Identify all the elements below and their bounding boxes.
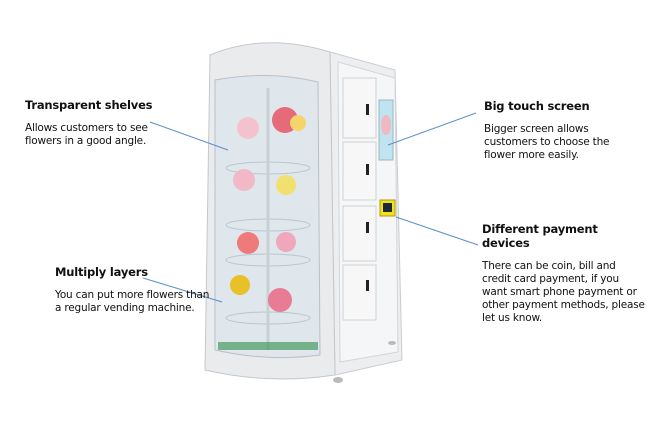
leader-line-shelves	[149, 121, 229, 151]
callout-body: Allows customers to see flowers in a goo…	[25, 122, 148, 147]
callout-multiply-layers: Multiply layers You can put more flowers…	[55, 265, 215, 315]
locker-doors	[342, 77, 377, 321]
callout-transparent-shelves: Transparent shelves Allows customers to …	[25, 98, 175, 148]
callout-title: Different payment devices	[482, 222, 598, 250]
callout-title: Multiply layers	[55, 265, 148, 279]
callout-payment-devices: Different payment devices There can be c…	[482, 222, 647, 325]
glass-display-case	[204, 42, 336, 380]
callout-big-touch-screen: Big touch screen Bigger screen allows cu…	[484, 99, 634, 162]
callout-body: There can be coin, bill and credit card …	[482, 260, 645, 324]
leader-line-payment	[395, 216, 479, 246]
callout-title: Big touch screen	[484, 99, 590, 113]
flower-bouquets	[230, 107, 306, 312]
cabinet-body	[329, 51, 403, 383]
leader-line-screen	[387, 112, 477, 146]
leader-line-layers	[142, 277, 223, 303]
callout-body: You can put more flowers than a regular …	[55, 289, 210, 314]
callout-title: Transparent shelves	[25, 98, 153, 112]
leader-lines	[142, 112, 479, 303]
callout-body: Bigger screen allows customers to choose…	[484, 123, 610, 161]
door-locks	[366, 104, 369, 291]
